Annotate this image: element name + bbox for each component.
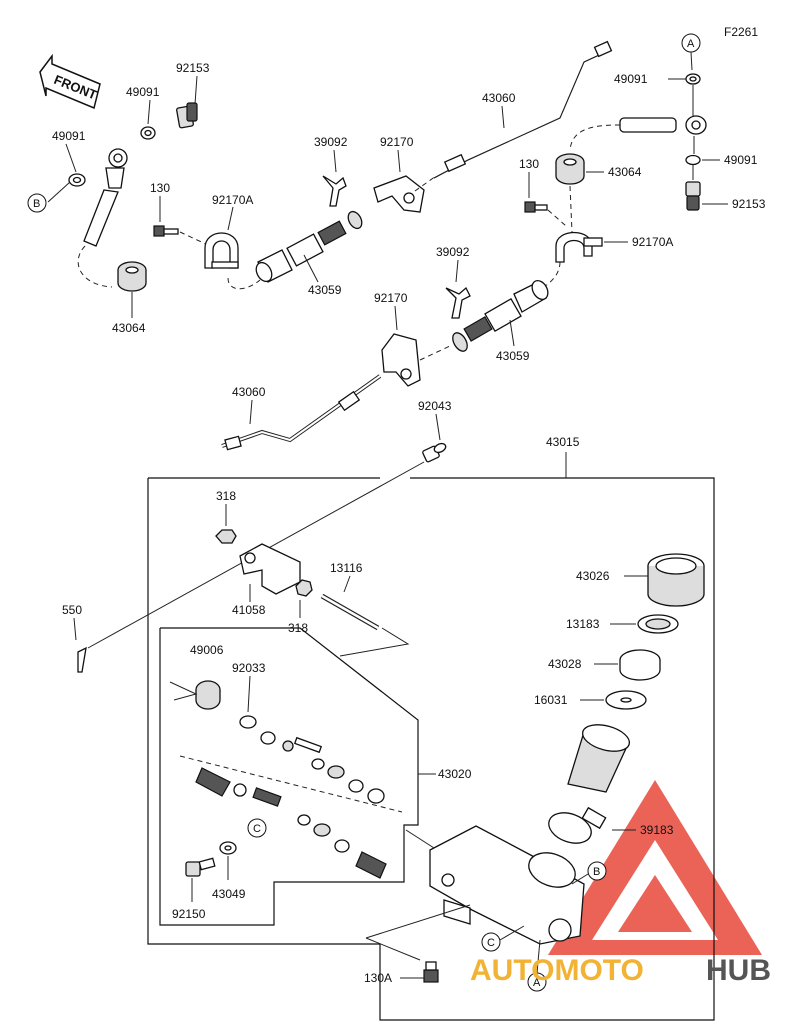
ref-b-bottom: B bbox=[593, 866, 600, 878]
label-43049: 43049 bbox=[212, 887, 246, 901]
brand-wordmark: AUTOMOTO HUB bbox=[470, 954, 771, 987]
label-318-lower: 318 bbox=[288, 621, 308, 635]
bolt-130-left bbox=[153, 225, 179, 237]
cup-49006 bbox=[195, 680, 221, 710]
bleeder-screw-92153-left bbox=[176, 102, 198, 129]
label-41058: 41058 bbox=[232, 603, 266, 617]
label-39092-mid: 39092 bbox=[436, 245, 470, 259]
label-130-left: 130 bbox=[150, 181, 170, 195]
label-49006: 49006 bbox=[190, 643, 224, 657]
label-92170-mid: 92170 bbox=[374, 291, 408, 305]
label-43060-mid: 43060 bbox=[232, 385, 266, 399]
label-92170a-left: 92170A bbox=[212, 193, 253, 207]
cable-end-43059-mid bbox=[452, 280, 549, 352]
label-49091-left-upper: 49091 bbox=[126, 85, 160, 99]
label-13183: 13183 bbox=[566, 617, 600, 631]
nut-318-upper bbox=[215, 529, 237, 544]
label-43064-left: 43064 bbox=[112, 321, 146, 335]
label-39092-top: 39092 bbox=[314, 135, 348, 149]
nut-318-lower bbox=[295, 579, 313, 597]
brand-name-part1: AUTOMOTO bbox=[470, 954, 644, 987]
cotter-pin-550 bbox=[77, 646, 87, 673]
spring-upper bbox=[195, 767, 231, 797]
hose-clamp-39183 bbox=[548, 806, 607, 844]
bracket-92170-mid bbox=[381, 333, 421, 387]
ref-circle-c-left bbox=[247, 818, 267, 838]
piston-parts-upper bbox=[260, 731, 385, 804]
reservoir-cap-43026 bbox=[647, 553, 705, 607]
label-92033: 92033 bbox=[232, 661, 266, 675]
ref-a-bottom: A bbox=[533, 977, 541, 989]
cable-43060-top bbox=[433, 40, 613, 179]
clip-39092-top bbox=[322, 175, 347, 207]
label-130-right: 130 bbox=[519, 157, 539, 171]
label-92170-top: 92170 bbox=[380, 135, 414, 149]
ref-circle-b-bottom bbox=[587, 861, 607, 881]
label-43026: 43026 bbox=[576, 569, 610, 583]
label-92043: 92043 bbox=[418, 399, 452, 413]
front-arrow-icon: FRONT bbox=[39, 53, 101, 110]
clamp-92170a-left bbox=[204, 232, 239, 269]
pin-92043 bbox=[422, 442, 447, 463]
label-92153-right: 92153 bbox=[732, 197, 766, 211]
label-16031: 16031 bbox=[534, 693, 568, 707]
label-43028: 43028 bbox=[548, 657, 582, 671]
label-92150: 92150 bbox=[172, 907, 206, 921]
washer-49091-right-lower bbox=[685, 154, 701, 166]
master-cylinder-body bbox=[429, 825, 585, 945]
bolt-92150 bbox=[185, 857, 216, 877]
label-49091-right-lower: 49091 bbox=[724, 153, 758, 167]
hose-left bbox=[77, 148, 128, 288]
ref-a-top: A bbox=[687, 38, 695, 50]
label-49091-left-lower: 49091 bbox=[52, 129, 86, 143]
label-13116: 13116 bbox=[330, 561, 363, 575]
ref-circle-c-bottom bbox=[481, 932, 501, 952]
label-43064-right: 43064 bbox=[608, 165, 642, 179]
hose-right bbox=[569, 115, 707, 151]
ref-c-left: C bbox=[253, 823, 261, 835]
snap-ring-92033 bbox=[239, 715, 257, 729]
push-rod-13116 bbox=[320, 593, 380, 631]
clevis-41058 bbox=[239, 543, 301, 595]
label-43015: 43015 bbox=[546, 435, 580, 449]
label-43059-mid: 43059 bbox=[496, 349, 530, 363]
bolt-130-right bbox=[524, 201, 548, 213]
label-92170a-right: 92170A bbox=[632, 235, 673, 249]
label-39183: 39183 bbox=[640, 823, 674, 837]
label-92153-left: 92153 bbox=[176, 61, 210, 75]
valve-parts bbox=[252, 787, 350, 853]
label-43059-top: 43059 bbox=[308, 283, 342, 297]
label-318-upper: 318 bbox=[216, 489, 236, 503]
clamp-92170a-right bbox=[555, 232, 603, 263]
reservoir-body bbox=[567, 724, 631, 793]
label-43020: 43020 bbox=[438, 767, 472, 781]
cable-43060-mid bbox=[221, 374, 382, 451]
grommet-43064-right bbox=[555, 153, 585, 185]
cable-end-43059-top bbox=[255, 210, 363, 283]
grommet-43064-left bbox=[117, 261, 147, 292]
label-49091-right-upper: 49091 bbox=[614, 72, 648, 86]
ref-b-left: B bbox=[33, 198, 40, 210]
bracket-92170-top bbox=[373, 175, 425, 213]
automotohub-logo bbox=[548, 780, 762, 955]
brand-name-part2: HUB bbox=[706, 954, 771, 987]
label-130a: 130A bbox=[364, 971, 392, 985]
spring-lower bbox=[355, 851, 387, 879]
diaphragm-43028 bbox=[619, 649, 661, 681]
clip-39092-mid bbox=[445, 286, 471, 319]
figure-code: F2261 bbox=[724, 25, 758, 39]
label-43060-top: 43060 bbox=[482, 91, 516, 105]
part-labels: 92153 49091 49091 130 92170A 43064 39092… bbox=[52, 61, 766, 985]
ref-c-bottom: C bbox=[487, 937, 495, 949]
bleeder-screw-92153-right bbox=[685, 181, 701, 211]
label-550: 550 bbox=[62, 603, 82, 617]
bolt-130a bbox=[423, 961, 439, 983]
ref-circle-b-left bbox=[27, 193, 47, 213]
